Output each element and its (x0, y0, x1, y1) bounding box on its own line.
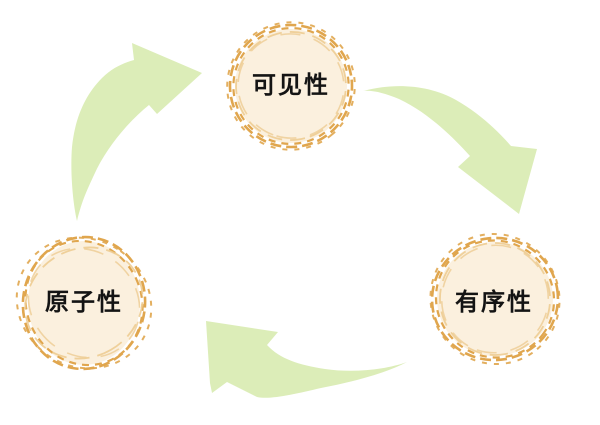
node-ordering-fill (437, 242, 553, 356)
node-ring (235, 31, 347, 141)
node-visibility-fill (235, 29, 347, 143)
node-ring (439, 242, 551, 356)
node-ring (24, 239, 144, 367)
node-ordering-label: 有序性 (455, 288, 533, 316)
node-ring (15, 236, 153, 370)
node-ring (440, 244, 550, 354)
node-ring (24, 246, 144, 360)
node-ring (430, 236, 560, 362)
node-visibility-label: 可见性 (252, 72, 330, 99)
node-ring (228, 23, 354, 149)
node-ring (226, 21, 356, 151)
node-visibility: 可见性 (226, 21, 356, 151)
node-atomicity-fill (28, 241, 140, 365)
node-atomicity: 原子性 (15, 235, 153, 371)
node-ring (434, 239, 556, 359)
node-ring (27, 247, 141, 359)
arrow-visibility-to-ordering-icon (363, 86, 537, 214)
arrow-atomicity-to-visibility-icon (71, 43, 202, 221)
node-ring (21, 235, 147, 371)
node-atomicity-label: 原子性 (45, 289, 123, 316)
arrow-ordering-to-atomicity-icon (206, 321, 407, 398)
node-ordering: 有序性 (429, 232, 561, 366)
